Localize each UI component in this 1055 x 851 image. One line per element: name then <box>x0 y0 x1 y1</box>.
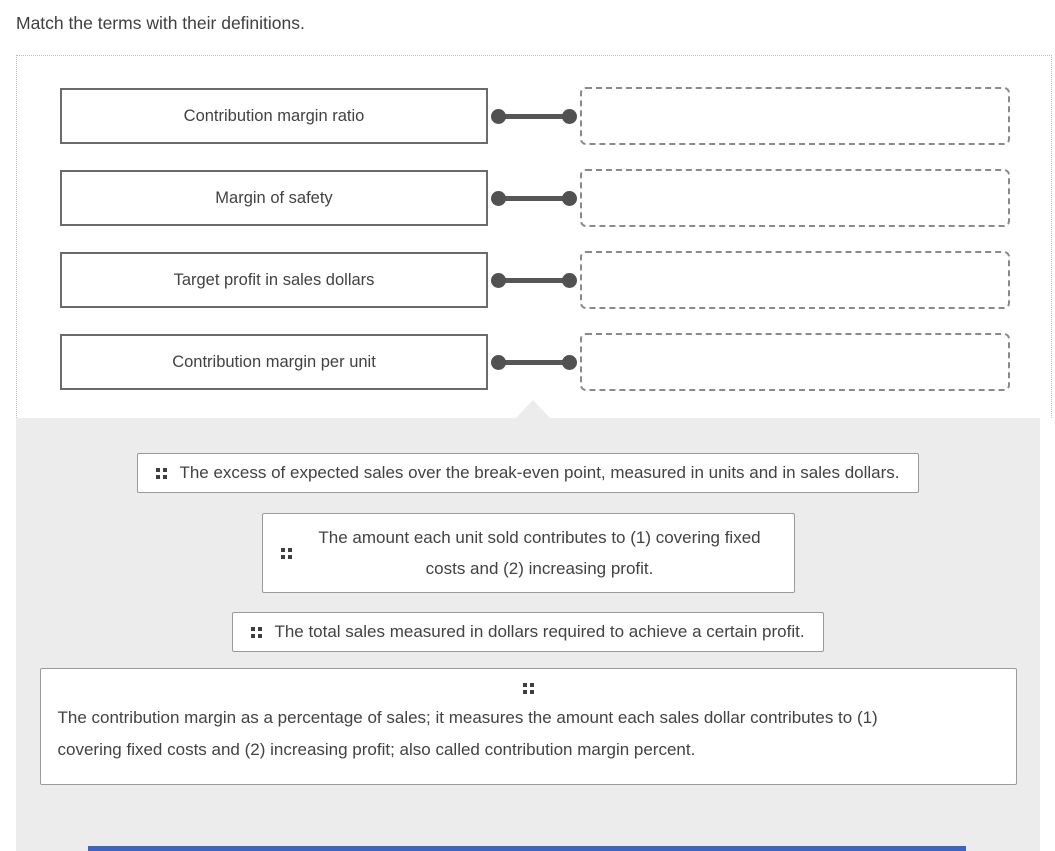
connector-dot-right <box>562 108 577 124</box>
question-prompt: Match the terms with their definitions. <box>16 13 305 33</box>
connector-dot-left <box>491 272 506 288</box>
drag-handle-icon <box>251 626 263 638</box>
connector-line <box>488 251 580 309</box>
choices-tray: The excess of expected sales over the br… <box>16 400 1040 851</box>
bottom-accent-bar <box>88 846 966 851</box>
connector-line <box>488 87 580 145</box>
drop-zone-4[interactable] <box>580 333 1010 391</box>
definition-card-contribution-margin-ratio[interactable]: The contribution margin as a percentage … <box>39 668 1017 785</box>
match-row: Target profit in sales dollars <box>60 251 1051 309</box>
match-row: Contribution margin per unit <box>60 333 1051 391</box>
definition-text: The excess of expected sales over the br… <box>179 463 900 482</box>
connector-bar <box>496 359 572 365</box>
term-box-contribution-margin-ratio[interactable]: Contribution margin ratio <box>60 88 488 144</box>
definition-text: The amount each unit sold contributes to… <box>318 528 761 578</box>
term-label: Margin of safety <box>215 188 333 207</box>
connector-dot-left <box>491 354 506 370</box>
term-box-contribution-margin-per-unit[interactable]: Contribution margin per unit <box>60 334 488 390</box>
match-row: Contribution margin ratio <box>60 87 1051 145</box>
term-label: Contribution margin per unit <box>172 352 376 371</box>
connector-dot-right <box>562 272 577 288</box>
drop-zone-2[interactable] <box>580 169 1010 227</box>
matching-panel: Contribution margin ratio Margin of safe… <box>16 55 1052 418</box>
term-label: Contribution margin ratio <box>183 106 365 125</box>
definition-text: The contribution margin as a percentage … <box>57 708 878 759</box>
term-box-target-profit-in-sales-dollars[interactable]: Target profit in sales dollars <box>60 252 488 308</box>
definition-card-target-profit[interactable]: The total sales measured in dollars requ… <box>232 612 824 652</box>
drag-handle-icon <box>522 683 534 694</box>
tray-caret <box>516 400 550 418</box>
drop-zone-3[interactable] <box>580 251 1010 309</box>
drop-zone-1[interactable] <box>580 87 1010 145</box>
connector-line <box>488 169 580 227</box>
definition-card-contribution-margin-per-unit[interactable]: The amount each unit sold contributes to… <box>261 513 795 593</box>
term-label: Target profit in sales dollars <box>173 270 375 289</box>
definition-text: The total sales measured in dollars requ… <box>274 622 805 641</box>
connector-bar <box>496 195 572 201</box>
connector-line <box>488 333 580 391</box>
definition-card-margin-of-safety[interactable]: The excess of expected sales over the br… <box>137 453 919 493</box>
term-box-margin-of-safety[interactable]: Margin of safety <box>60 170 488 226</box>
drag-handle-icon <box>280 547 292 559</box>
connector-bar <box>496 113 572 119</box>
connector-dot-left <box>491 108 506 124</box>
match-row: Margin of safety <box>60 169 1051 227</box>
connector-dot-right <box>562 354 577 370</box>
connector-bar <box>496 277 572 283</box>
connector-dot-right <box>562 190 577 206</box>
drag-handle-icon <box>156 467 168 479</box>
connector-dot-left <box>491 190 506 206</box>
